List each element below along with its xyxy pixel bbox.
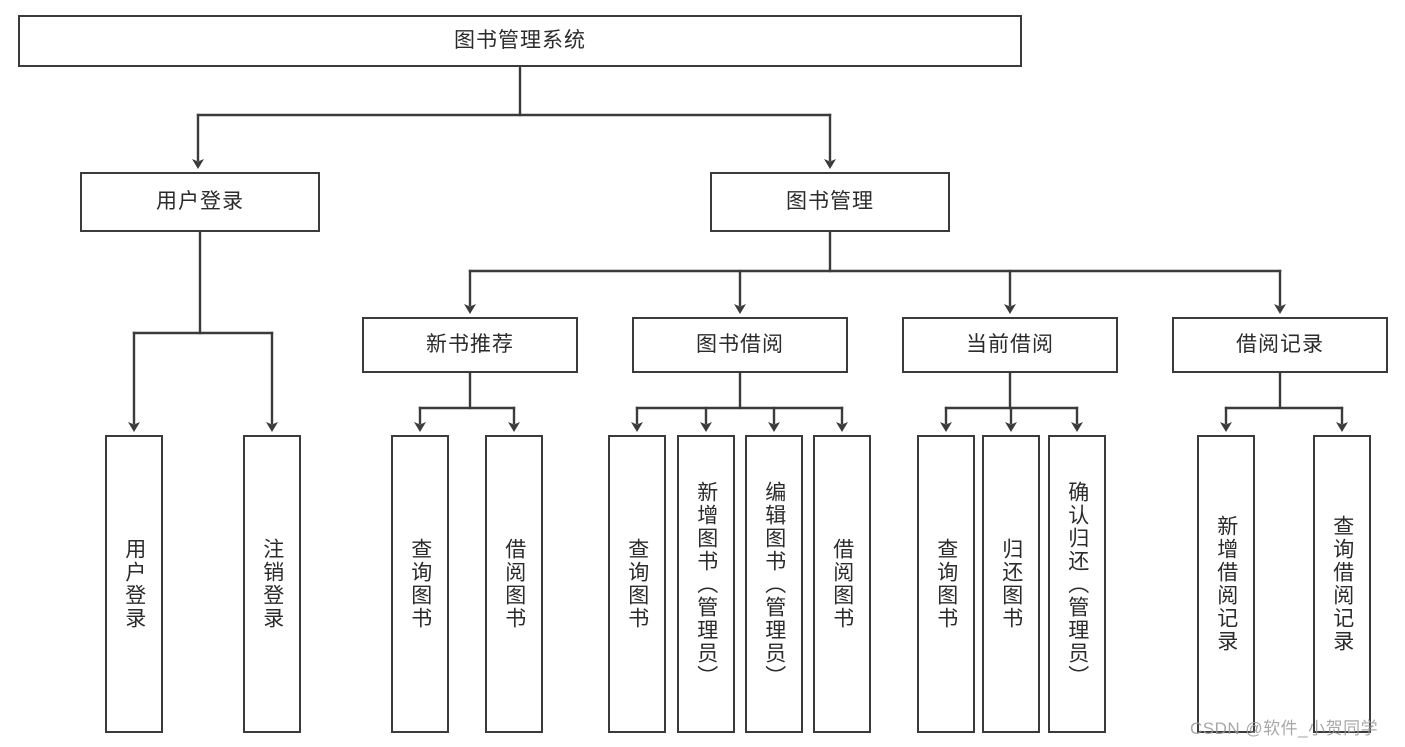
node-leaf-cur-confirm-label: 确认归还（管理员） xyxy=(1065,480,1089,688)
node-borrow-record[interactable]: 借阅记录 xyxy=(1172,317,1388,373)
node-leaf-user-logout[interactable]: 注销登录 xyxy=(243,435,301,733)
node-root-label: 图书管理系统 xyxy=(454,28,586,52)
node-leaf-borrow-edit-label: 编辑图书（管理员） xyxy=(762,480,786,688)
node-leaf-rec-borrow[interactable]: 借阅图书 xyxy=(485,435,543,733)
node-current-borrow-label: 当前借阅 xyxy=(966,332,1054,356)
node-leaf-cur-query[interactable]: 查询图书 xyxy=(917,435,975,733)
node-leaf-rec-query-label: 查询图书 xyxy=(408,538,432,630)
node-borrow-record-label: 借阅记录 xyxy=(1236,332,1324,356)
node-book-manage-label: 图书管理 xyxy=(786,189,874,213)
node-leaf-borrow-lend-label: 借阅图书 xyxy=(830,538,854,630)
node-leaf-rec-search-label: 查询借阅记录 xyxy=(1330,515,1354,653)
node-book-borrow-label: 图书借阅 xyxy=(696,332,784,356)
node-leaf-cur-return[interactable]: 归还图书 xyxy=(982,435,1040,733)
node-new-book-rec[interactable]: 新书推荐 xyxy=(362,317,578,373)
node-leaf-borrow-add-label: 新增图书（管理员） xyxy=(694,480,718,688)
node-leaf-user-login[interactable]: 用户登录 xyxy=(105,435,163,733)
node-leaf-borrow-lend[interactable]: 借阅图书 xyxy=(813,435,871,733)
node-book-borrow[interactable]: 图书借阅 xyxy=(632,317,848,373)
node-leaf-cur-return-label: 归还图书 xyxy=(999,538,1023,630)
node-new-book-rec-label: 新书推荐 xyxy=(426,332,514,356)
node-user-login[interactable]: 用户登录 xyxy=(80,172,320,232)
node-current-borrow[interactable]: 当前借阅 xyxy=(902,317,1118,373)
node-leaf-borrow-query[interactable]: 查询图书 xyxy=(608,435,666,733)
node-user-login-label: 用户登录 xyxy=(156,189,244,213)
node-leaf-rec-borrow-label: 借阅图书 xyxy=(502,538,526,630)
node-leaf-rec-add[interactable]: 新增借阅记录 xyxy=(1197,435,1255,733)
node-leaf-rec-query[interactable]: 查询图书 xyxy=(391,435,449,733)
node-leaf-borrow-edit[interactable]: 编辑图书（管理员） xyxy=(745,435,803,733)
watermark: CSDN @软件_小贺同学 xyxy=(1190,719,1379,738)
node-leaf-rec-add-label: 新增借阅记录 xyxy=(1214,515,1238,653)
node-book-manage[interactable]: 图书管理 xyxy=(710,172,950,232)
node-leaf-cur-confirm[interactable]: 确认归还（管理员） xyxy=(1048,435,1106,733)
node-leaf-rec-search[interactable]: 查询借阅记录 xyxy=(1313,435,1371,733)
node-leaf-user-login-label: 用户登录 xyxy=(122,538,146,630)
node-leaf-borrow-add[interactable]: 新增图书（管理员） xyxy=(677,435,735,733)
node-root[interactable]: 图书管理系统 xyxy=(18,15,1022,67)
node-leaf-cur-query-label: 查询图书 xyxy=(934,538,958,630)
node-leaf-user-logout-label: 注销登录 xyxy=(260,538,284,630)
node-leaf-borrow-query-label: 查询图书 xyxy=(625,538,649,630)
